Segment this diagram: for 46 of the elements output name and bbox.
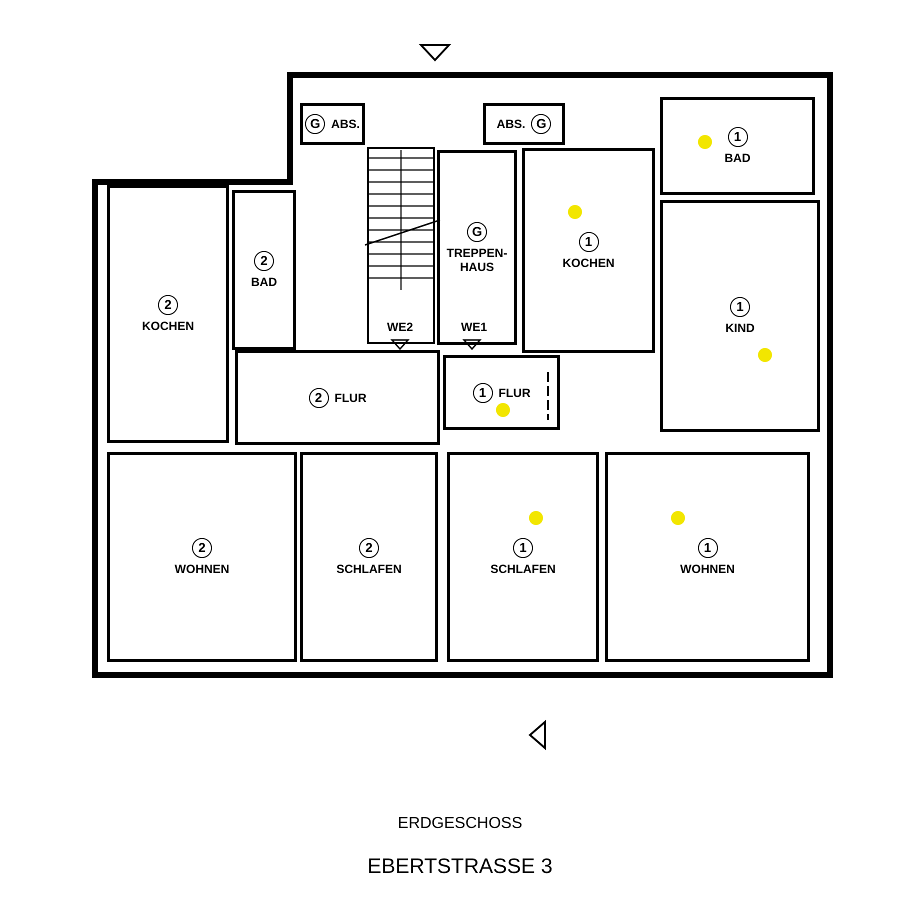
room-number: 2 [359, 538, 379, 558]
room [107, 185, 229, 443]
room-number: G [467, 222, 487, 242]
room-number: 2 [254, 251, 274, 271]
room [235, 350, 440, 445]
room-number: 1 [578, 232, 598, 252]
room-number: 1 [513, 538, 533, 558]
room-number: 1 [730, 297, 750, 317]
room-name: SCHLAFEN [336, 562, 402, 576]
room-name: SCHLAFEN [490, 562, 556, 576]
room-name: WOHNEN [680, 562, 735, 576]
room-name: FLUR [334, 390, 366, 404]
room-number: 2 [192, 538, 212, 558]
room [437, 150, 517, 345]
room [443, 355, 560, 430]
room [300, 452, 438, 662]
room [660, 97, 815, 195]
room [522, 148, 655, 353]
room-number: G [531, 114, 552, 134]
room [232, 190, 296, 350]
room-number: 1 [728, 127, 748, 147]
room-name: FLUR [498, 386, 530, 400]
room-name: ABS. [331, 117, 360, 131]
room-name: KOCHEN [142, 319, 194, 333]
room-name: BAD [724, 151, 750, 165]
room [483, 103, 565, 145]
entrance-label: WE1 [461, 320, 488, 334]
room-number: 2 [158, 295, 178, 315]
room-name: BAD [251, 275, 277, 289]
room [447, 452, 599, 662]
room-number: G [305, 114, 326, 134]
room-number: 1 [472, 382, 492, 402]
entrance-label: WE2 [387, 320, 414, 334]
plan-caption: ERDGESCHOSS [398, 815, 522, 833]
room [660, 200, 820, 432]
room-name: TREPPEN- HAUS [446, 246, 508, 274]
room [605, 452, 810, 662]
room-number: 2 [308, 388, 328, 408]
room [107, 452, 297, 662]
room [300, 103, 365, 145]
plan-caption: EBERTSTRASSE 3 [367, 855, 553, 879]
room-name: WOHNEN [174, 562, 230, 576]
room-name: KOCHEN [562, 256, 614, 270]
room-name: ABS. [496, 117, 526, 131]
room-name: KIND [725, 321, 755, 335]
room-number: 1 [698, 538, 718, 558]
